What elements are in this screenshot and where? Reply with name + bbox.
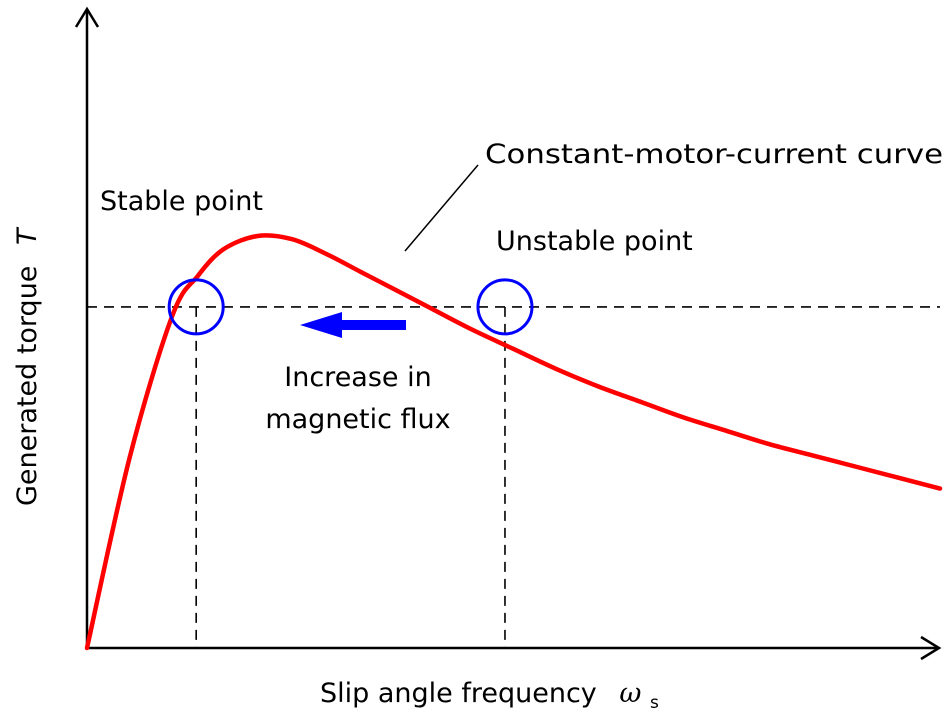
curve-label: Constant-motor-current curve [485,139,943,170]
reference-lines [87,306,940,648]
x-axis-subscript: s [650,693,659,713]
y-axis-label-text: Generated torque [12,266,43,506]
x-axis-arrowhead-icon [920,635,942,661]
y-axis-label: Generated torque T [12,226,43,506]
constant-current-curve [84,233,943,651]
flux-arrow-shaft [339,320,406,330]
x-axis-label: Slip angle frequency ω s [320,678,659,713]
y-axis-arrowhead-icon [74,6,100,28]
stable-point-label: Stable point [100,186,263,217]
operating-point-markers [167,278,534,336]
flux-label-line2: magnetic flux [265,404,450,435]
flux-arrow-head [300,312,342,338]
stable-point-marker [167,278,225,336]
curve-leader-line [404,164,479,252]
flux-arrow-icon [300,312,406,338]
axes [74,6,942,661]
y-axis-symbol: T [12,226,43,245]
unstable-point-marker [476,278,534,336]
x-axis-label-text: Slip angle frequency [320,678,597,709]
unstable-point-label: Unstable point [496,226,693,257]
flux-label-line1: Increase in [284,362,431,393]
x-axis-symbol: ω [619,678,641,709]
